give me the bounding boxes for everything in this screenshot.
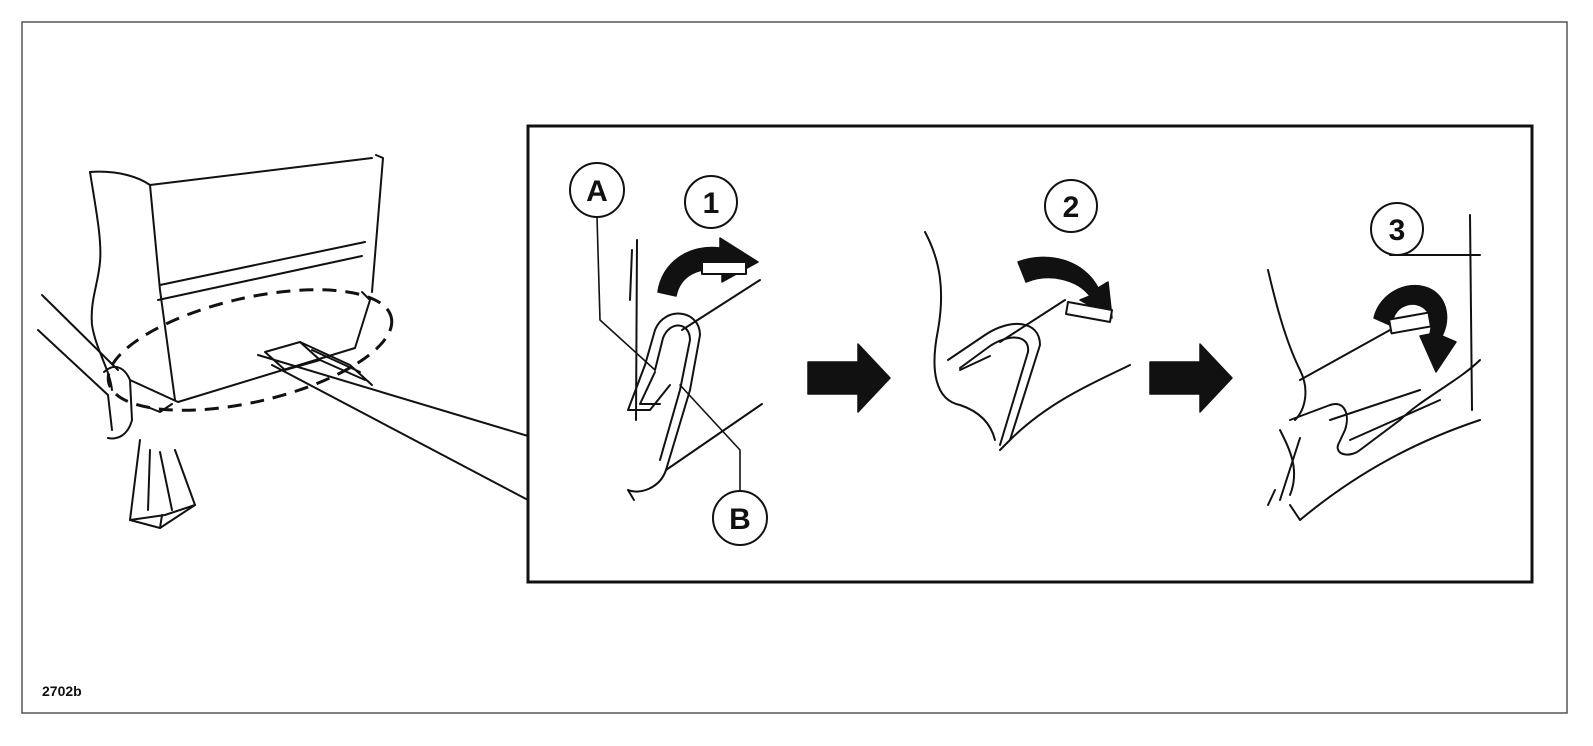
- seat-overview: [37, 154, 394, 529]
- step-1-number-label: 1: [703, 187, 720, 220]
- detail-box: [526, 124, 1534, 584]
- step-2-number-label: 2: [1063, 191, 1080, 224]
- step-2-number: 2: [1044, 179, 1098, 233]
- step-1-illustration: [596, 216, 763, 501]
- step-arrow-1-to-2: [807, 343, 891, 413]
- callout-b-label: B: [729, 503, 751, 536]
- step-2-illustration: [924, 231, 1131, 451]
- detail-area-highlight: [106, 288, 394, 412]
- outer-frame: [21, 21, 1568, 714]
- callout-a-label: A: [586, 175, 608, 208]
- step-3-number-label: 3: [1389, 214, 1406, 247]
- step-3-number: 3: [1370, 202, 1424, 256]
- step-1-number: 1: [684, 175, 738, 229]
- figure-code: 2702b: [42, 683, 82, 699]
- step-arrow-2-to-3: [1149, 343, 1233, 413]
- callout-a: A: [569, 162, 625, 218]
- zoom-leader-lines: [257, 354, 529, 501]
- step-3-illustration: [1267, 214, 1481, 521]
- callout-b: B: [712, 490, 768, 546]
